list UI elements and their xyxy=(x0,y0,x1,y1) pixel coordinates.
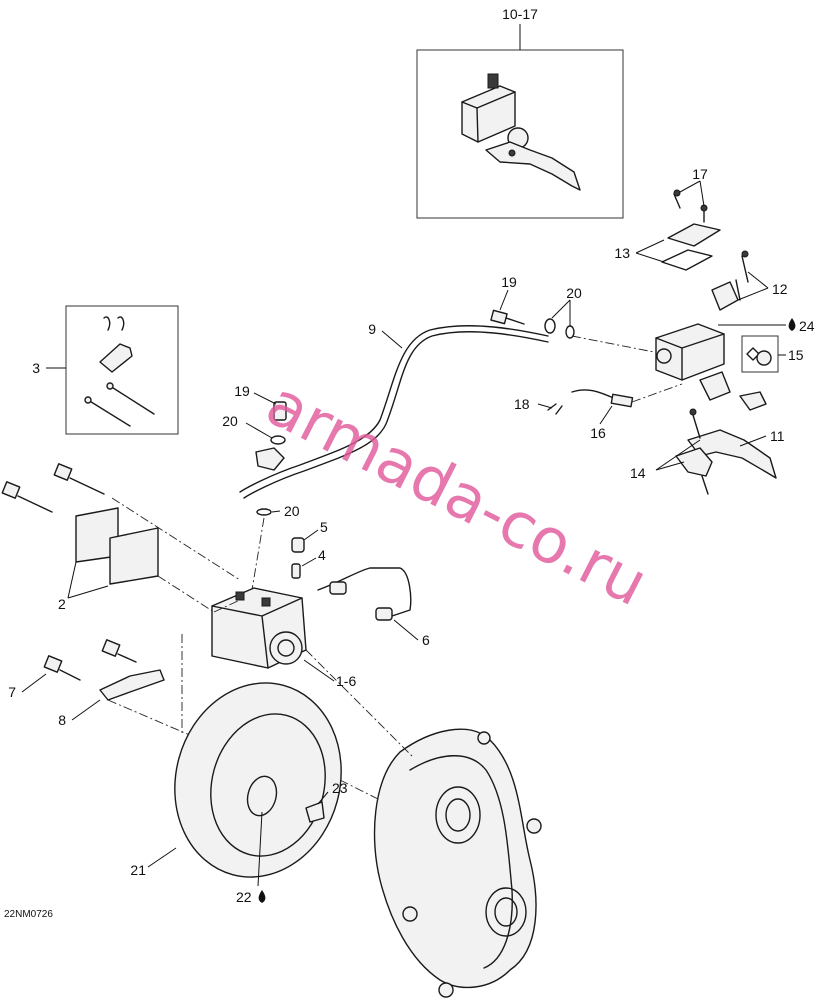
document-code: 22NM0726 xyxy=(4,909,53,920)
label-14: 14 xyxy=(630,465,646,481)
label-1-6: 1-6 xyxy=(336,673,356,689)
label-22: 22 xyxy=(236,889,252,905)
oil-drop-icon-22 xyxy=(258,890,266,903)
brake-light-switch-16 xyxy=(547,389,634,415)
label-16: 16 xyxy=(590,425,606,441)
reservoir-cover-17-13 xyxy=(661,189,721,271)
bracket-8 xyxy=(99,669,165,701)
disc-key-23 xyxy=(305,801,325,823)
label-17: 17 xyxy=(692,166,708,182)
label-23: 23 xyxy=(332,780,348,796)
watermark-text: armada-co.ru xyxy=(255,366,659,620)
caliper-pipe-6 xyxy=(317,567,412,621)
label-3: 3 xyxy=(32,360,40,376)
label-12: 12 xyxy=(772,281,788,297)
label-10-17: 10-17 xyxy=(502,6,538,22)
bracket-bolts-7 xyxy=(43,639,137,681)
inspect-box-15 xyxy=(741,335,779,373)
hardware-kit-3 xyxy=(84,316,155,427)
label-7: 7 xyxy=(8,684,16,700)
banjo-bolt-19-caliper xyxy=(255,401,287,516)
label-9: 9 xyxy=(368,321,376,337)
label-19b: 19 xyxy=(234,383,250,399)
bleeder-cap-5 xyxy=(291,537,305,553)
label-18: 18 xyxy=(514,396,530,412)
banjo-bolt-19 xyxy=(490,309,525,325)
label-15: 15 xyxy=(788,347,804,363)
label-20b: 20 xyxy=(222,413,238,429)
label-2: 2 xyxy=(58,596,66,612)
chaincase-housing xyxy=(373,728,542,998)
master-cylinder-body xyxy=(655,250,767,411)
bleeder-screw-4 xyxy=(291,563,301,579)
brake-pads-2 xyxy=(75,507,159,585)
seal-15 xyxy=(756,350,772,366)
label-6: 6 xyxy=(422,632,430,648)
oil-drop-icon xyxy=(788,318,796,331)
label-4: 4 xyxy=(318,547,326,563)
brake-hose-9 xyxy=(239,325,549,493)
label-21: 21 xyxy=(130,862,146,878)
label-11: 11 xyxy=(770,428,785,444)
label-13: 13 xyxy=(614,245,630,261)
pad-bolts xyxy=(1,463,105,513)
label-5: 5 xyxy=(320,519,328,535)
brake-lever xyxy=(675,408,777,495)
washer-20a xyxy=(544,318,556,334)
label-8: 8 xyxy=(58,712,66,728)
label-24: 24 xyxy=(799,318,815,334)
label-20a: 20 xyxy=(566,285,582,301)
brake-caliper xyxy=(211,587,307,669)
brake-disc-21 xyxy=(174,682,342,878)
label-19a: 19 xyxy=(501,274,517,290)
label-20c: 20 xyxy=(284,503,300,519)
hardware-kit-box xyxy=(65,305,179,435)
master-cylinder-assembly xyxy=(461,73,581,191)
